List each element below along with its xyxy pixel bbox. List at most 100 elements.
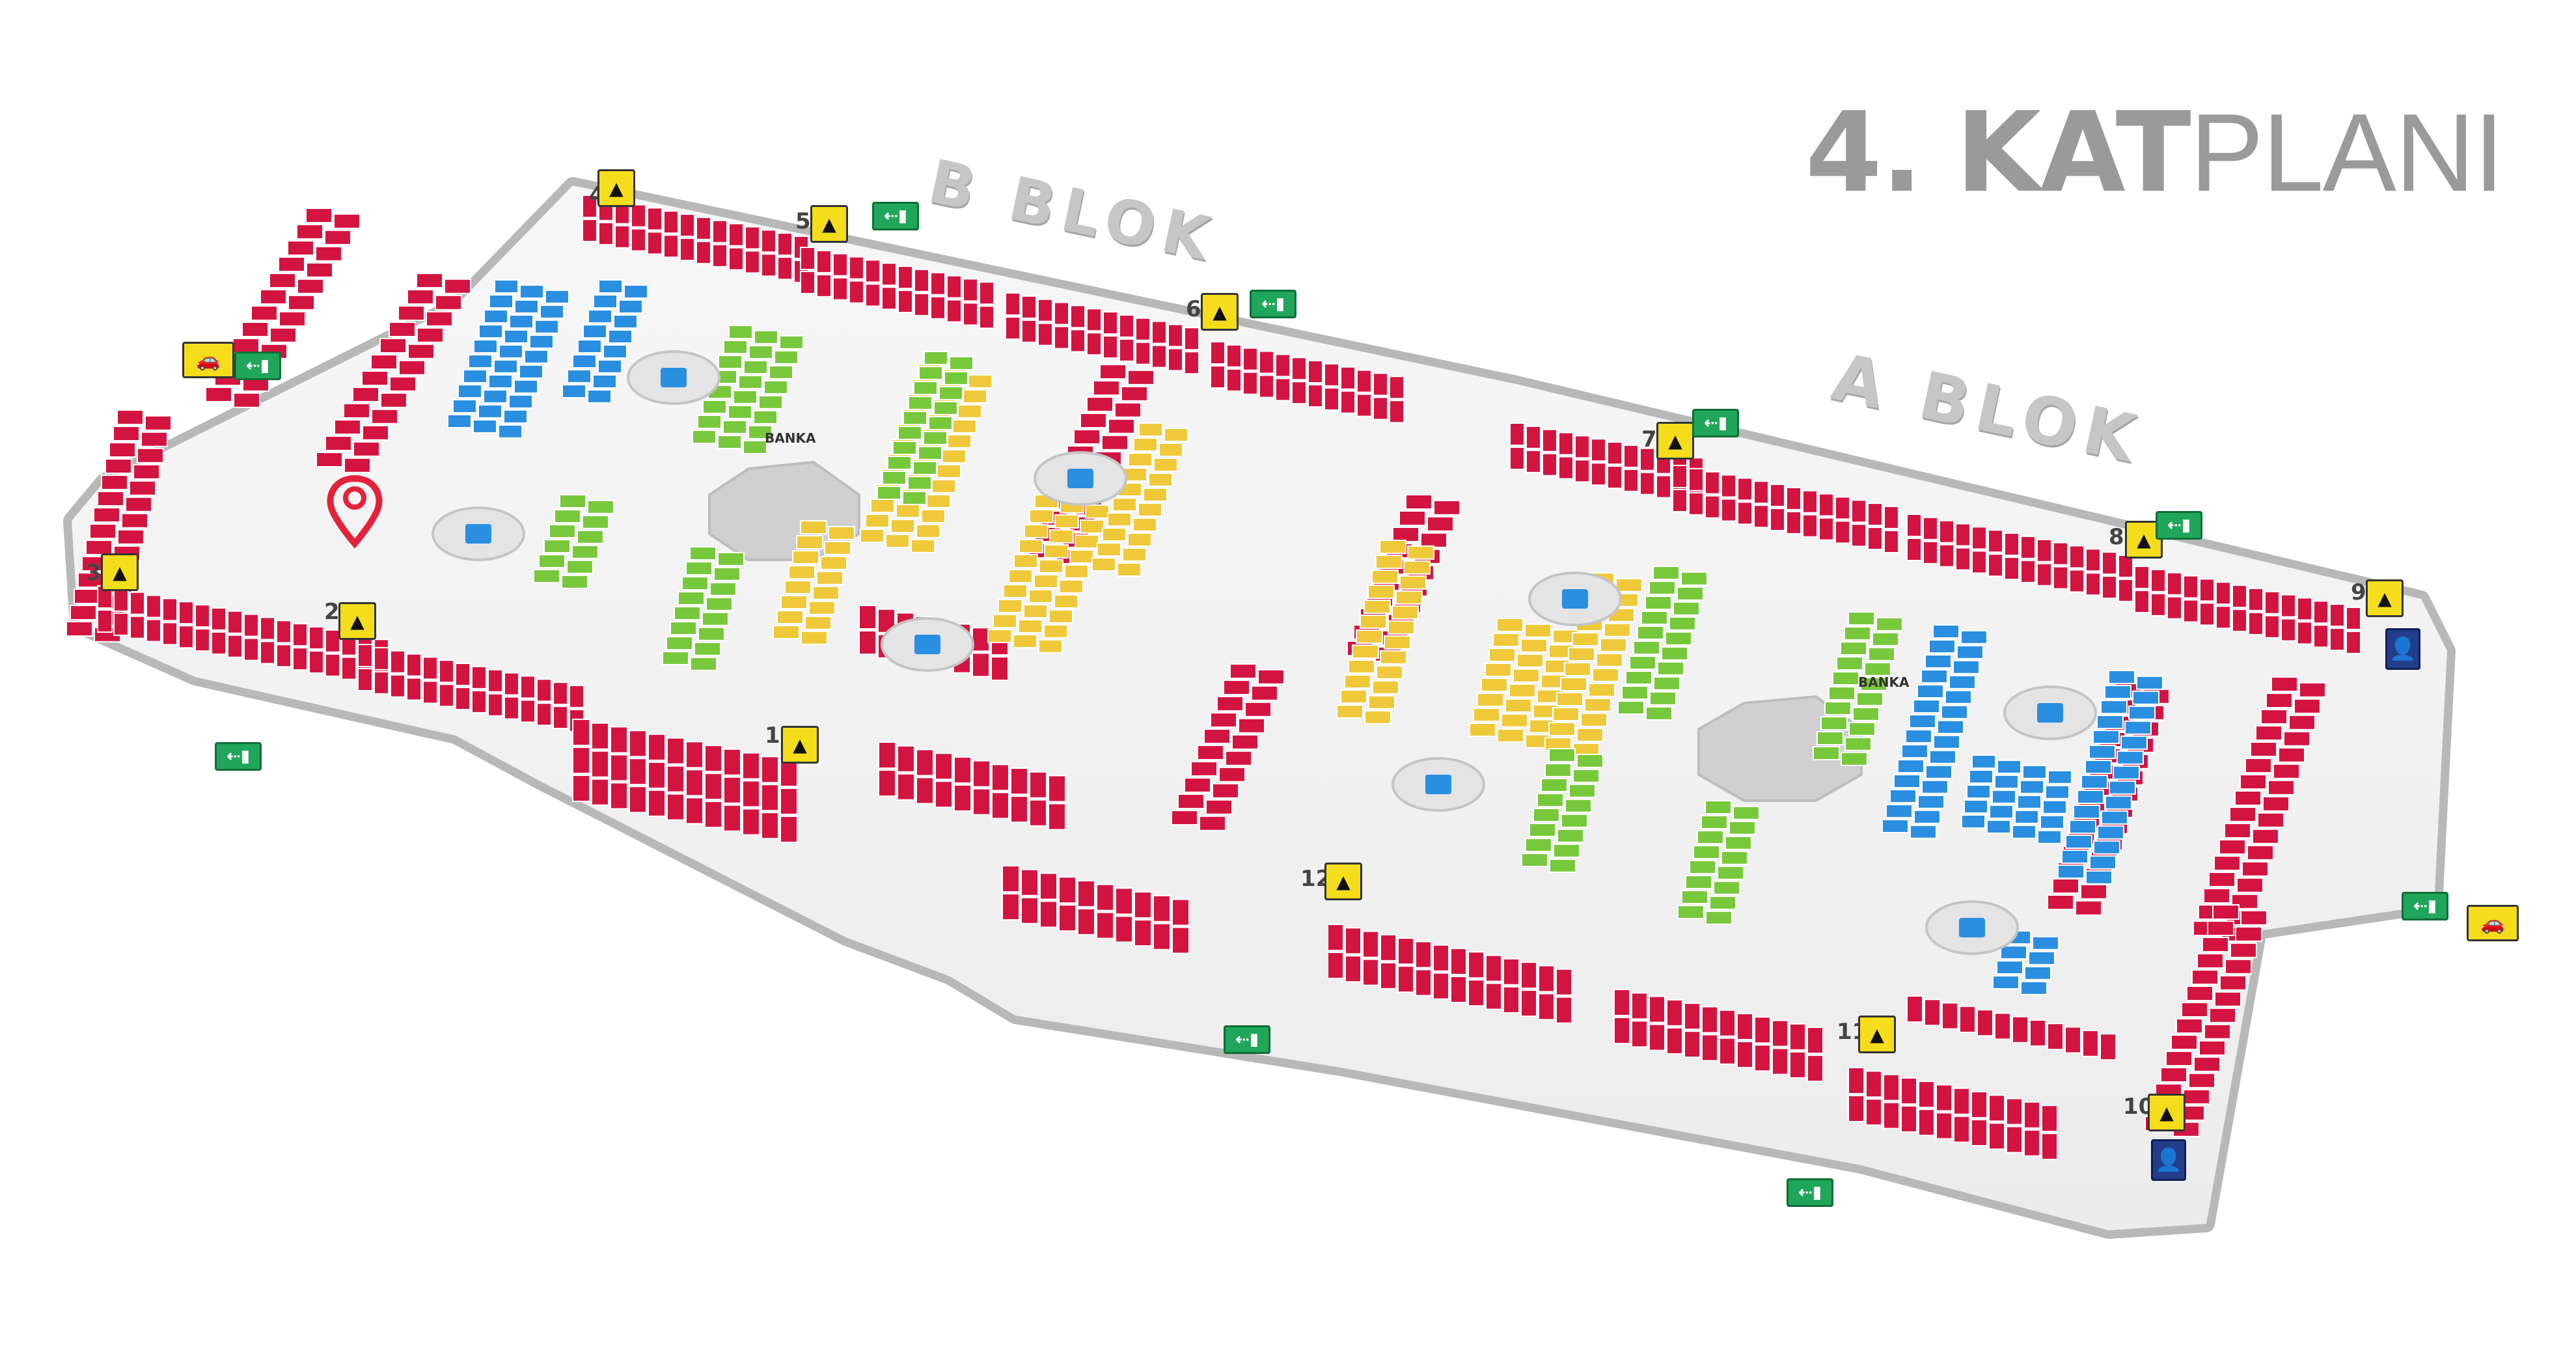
shop-unit[interactable]	[162, 598, 178, 622]
shop-unit[interactable]	[2193, 1056, 2221, 1072]
shop-unit[interactable]	[1509, 683, 1536, 698]
shop-unit[interactable]	[1900, 1077, 1917, 1105]
shop-unit[interactable]	[1184, 351, 1199, 375]
shop-unit[interactable]	[374, 671, 389, 695]
shop-unit[interactable]	[1925, 654, 1952, 669]
shop-unit[interactable]	[1840, 641, 1867, 656]
shop-unit[interactable]	[554, 509, 581, 523]
shop-unit[interactable]	[582, 324, 607, 339]
shop-unit[interactable]	[2089, 745, 2116, 759]
shop-unit[interactable]	[892, 441, 917, 455]
shop-unit[interactable]	[1054, 594, 1078, 609]
shop-unit[interactable]	[1656, 475, 1671, 499]
shop-unit[interactable]	[588, 309, 612, 324]
shop-unit[interactable]	[923, 430, 948, 445]
shop-unit[interactable]	[1867, 503, 1883, 527]
shop-unit[interactable]	[1666, 1027, 1683, 1055]
shop-unit[interactable]	[1852, 706, 1880, 721]
shop-unit[interactable]	[1665, 631, 1692, 646]
shop-unit[interactable]	[2089, 855, 2117, 870]
shop-unit[interactable]	[942, 449, 966, 464]
shop-unit[interactable]	[1666, 999, 1683, 1027]
shop-unit[interactable]	[2199, 1040, 2226, 1056]
shop-unit[interactable]	[117, 529, 144, 545]
shop-unit[interactable]	[1637, 626, 1664, 640]
shop-unit[interactable]	[745, 250, 760, 274]
shop-unit[interactable]	[832, 253, 848, 277]
shop-unit[interactable]	[1526, 425, 1541, 449]
shop-unit[interactable]	[1936, 1112, 1953, 1140]
shop-unit[interactable]	[562, 384, 586, 398]
shop-unit[interactable]	[812, 585, 840, 600]
shop-unit[interactable]	[780, 595, 808, 609]
shop-unit[interactable]	[928, 415, 953, 430]
shop-unit[interactable]	[1864, 661, 1891, 676]
shop-unit[interactable]	[1128, 452, 1153, 467]
shop-unit[interactable]	[1044, 544, 1069, 559]
shop-unit[interactable]	[947, 434, 972, 449]
shop-unit[interactable]	[1719, 1009, 1736, 1037]
shop-unit[interactable]	[944, 370, 968, 385]
shop-unit[interactable]	[2346, 606, 2361, 630]
shop-unit[interactable]	[498, 424, 523, 439]
shop-unit[interactable]	[2230, 942, 2257, 958]
shop-unit[interactable]	[2029, 1019, 2046, 1047]
shop-unit[interactable]	[1564, 662, 1591, 676]
shop-unit[interactable]	[488, 374, 513, 389]
shop-unit[interactable]	[1754, 1016, 1771, 1044]
lift-4-icon[interactable]: ▲	[597, 169, 635, 207]
shop-unit[interactable]	[1596, 652, 1623, 667]
shop-unit[interactable]	[2215, 581, 2231, 605]
shop-unit[interactable]	[1754, 1044, 1771, 1072]
shop-unit[interactable]	[937, 464, 961, 478]
shop-unit[interactable]	[292, 647, 308, 671]
shop-unit[interactable]	[1210, 341, 1226, 365]
shop-unit[interactable]	[2245, 758, 2272, 773]
shop-unit[interactable]	[774, 350, 799, 365]
shop-unit[interactable]	[2024, 965, 2051, 980]
shop-unit[interactable]	[2213, 855, 2241, 871]
shop-unit[interactable]	[792, 550, 819, 564]
shop-unit[interactable]	[1921, 669, 1948, 684]
shop-unit[interactable]	[325, 653, 340, 677]
shop-unit[interactable]	[1574, 435, 1590, 459]
shop-unit[interactable]	[953, 784, 972, 812]
shop-unit[interactable]	[1580, 712, 1608, 727]
shop-unit[interactable]	[930, 296, 946, 320]
shop-unit[interactable]	[471, 689, 487, 713]
shop-unit[interactable]	[1538, 965, 1555, 993]
shop-unit[interactable]	[784, 580, 812, 594]
shop-unit[interactable]	[2204, 1023, 2231, 1040]
shop-unit[interactable]	[471, 665, 487, 689]
shop-unit[interactable]	[1588, 682, 1615, 697]
shop-unit[interactable]	[1705, 910, 1733, 925]
shop-unit[interactable]	[1010, 796, 1028, 823]
shop-unit[interactable]	[543, 539, 571, 553]
shop-unit[interactable]	[357, 644, 373, 667]
shop-unit[interactable]	[2346, 630, 2361, 654]
shop-unit[interactable]	[1492, 633, 1520, 647]
shop-unit[interactable]	[1324, 387, 1339, 411]
shop-unit[interactable]	[1836, 656, 1863, 671]
shop-unit[interactable]	[1526, 449, 1541, 473]
shop-unit[interactable]	[1709, 895, 1736, 910]
shop-unit[interactable]	[2268, 779, 2295, 796]
shop-unit[interactable]	[1677, 905, 1705, 919]
shop-unit[interactable]	[717, 434, 742, 449]
shop-unit[interactable]	[1621, 685, 1649, 700]
shop-unit[interactable]	[1086, 396, 1114, 412]
shop-unit[interactable]	[1308, 384, 1323, 408]
shop-unit[interactable]	[1736, 1040, 1753, 1068]
shop-unit[interactable]	[780, 759, 798, 787]
shop-unit[interactable]	[1384, 635, 1411, 650]
shop-unit[interactable]	[723, 776, 741, 804]
shop-unit[interactable]	[1681, 890, 1708, 904]
shop-unit[interactable]	[1684, 1003, 1701, 1031]
shop-unit[interactable]	[1688, 467, 1704, 491]
shop-unit[interactable]	[2032, 935, 2059, 950]
shop-unit[interactable]	[406, 653, 422, 677]
shop-unit[interactable]	[897, 290, 913, 314]
shop-unit[interactable]	[1520, 989, 1537, 1017]
shop-unit[interactable]	[1591, 462, 1606, 486]
shop-unit[interactable]	[885, 533, 910, 548]
